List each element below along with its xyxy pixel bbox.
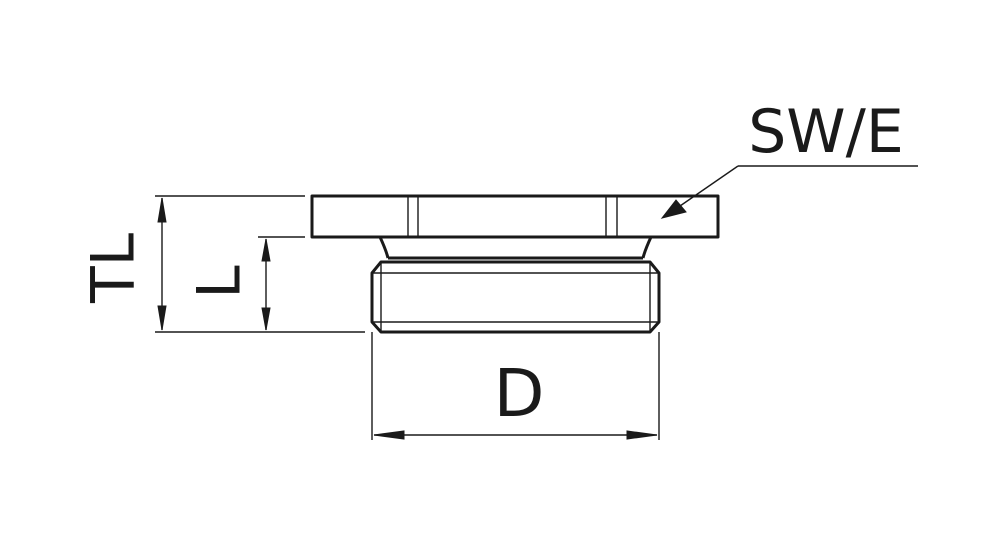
- l-label: L: [185, 265, 255, 299]
- l-dimension: [261, 238, 271, 331]
- sw-e-leader: [660, 165, 918, 219]
- neck-part: [378, 236, 653, 260]
- extension-lines: [155, 195, 660, 440]
- tl-label: TL: [79, 232, 149, 304]
- sw-e-label: SW/E: [748, 97, 904, 167]
- flange-part: [310, 194, 720, 239]
- d-label: D: [494, 355, 545, 432]
- d-dimension: [373, 430, 658, 440]
- threaded-body: [370, 260, 661, 334]
- tl-dimension: [157, 197, 167, 331]
